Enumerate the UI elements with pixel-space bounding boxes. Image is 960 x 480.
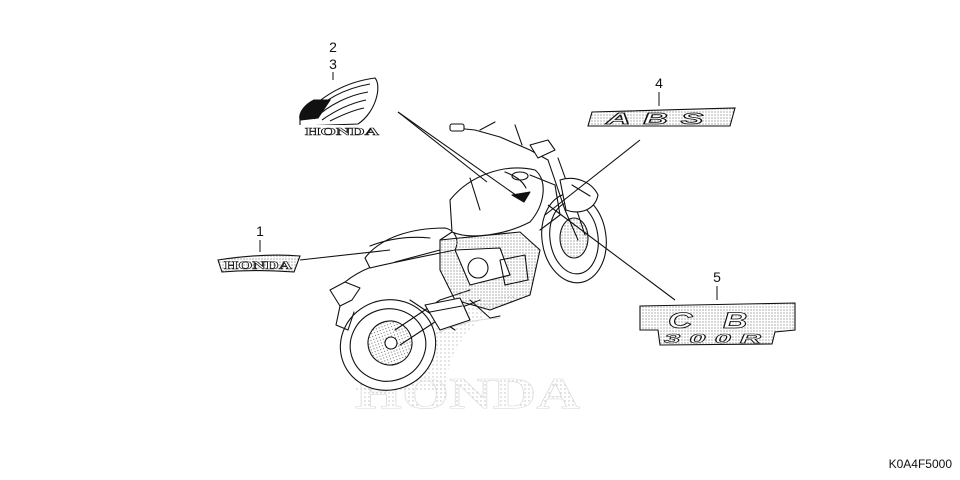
leader-lines: [299, 111, 676, 301]
part-1-text: HONDA: [224, 258, 292, 272]
part-4-text: ABS: [604, 111, 716, 128]
motorcycle-illustration: [329, 121, 607, 391]
svg-text:3: 3: [329, 56, 337, 72]
part-5-bottom-text: 300R: [664, 331, 770, 346]
callout-2: 2: [329, 39, 337, 55]
part-5-cb300r-emblem: CB 300R: [639, 302, 796, 346]
part-2-3-honda-wing: HONDA: [296, 77, 382, 138]
callout-5: 5: [713, 269, 721, 300]
svg-text:4: 4: [655, 75, 663, 91]
svg-text:5: 5: [713, 269, 721, 285]
diagram-code: K0A4F5000: [889, 457, 953, 471]
callout-4: 4: [655, 75, 663, 106]
part-2-3-text: HONDA: [305, 126, 379, 138]
part-5-top-text: CB: [668, 308, 778, 333]
svg-text:1: 1: [256, 223, 264, 239]
part-1-honda-emblem: HONDA: [217, 254, 301, 273]
part-4-abs-emblem: ABS: [587, 107, 736, 128]
callout-1: 1: [256, 223, 264, 252]
svg-text:2: 2: [329, 39, 337, 55]
callout-3: 3: [329, 56, 337, 80]
